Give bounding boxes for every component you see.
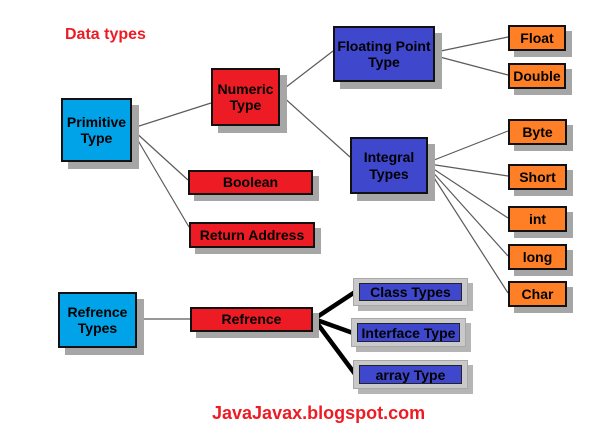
node-int: int	[508, 206, 567, 232]
node-refrence: Refrence	[190, 307, 313, 332]
node-double: Double	[508, 63, 566, 89]
node-byte: Byte	[508, 119, 567, 145]
node-return-address: Return Address	[189, 222, 315, 248]
node-float: Float	[508, 25, 566, 51]
node-numeric-type: Numeric Type	[211, 68, 280, 126]
diagram-title: Data types	[65, 26, 146, 43]
node-boolean: Boolean	[188, 170, 313, 195]
node-array-type-label: array Type	[359, 365, 462, 384]
node-array-type: array Type	[353, 360, 468, 389]
node-char: Char	[508, 281, 567, 307]
node-interface-type-label: Interface Type	[357, 323, 460, 342]
node-refrence-types: Refrence Types	[58, 292, 137, 348]
node-long: long	[508, 244, 567, 270]
node-floating-point-type: Floating Point Type	[333, 26, 435, 82]
node-class-types: Class Types	[353, 278, 468, 306]
node-short: Short	[508, 164, 567, 190]
node-primitive-type: Primitive Type	[61, 98, 132, 162]
node-interface-type: Interface Type	[351, 318, 466, 347]
footer-blog-url: JavaJavax.blogspot.com	[212, 403, 426, 423]
node-integral-types: Integral Types	[350, 137, 428, 194]
node-class-types-label: Class Types	[359, 283, 462, 301]
